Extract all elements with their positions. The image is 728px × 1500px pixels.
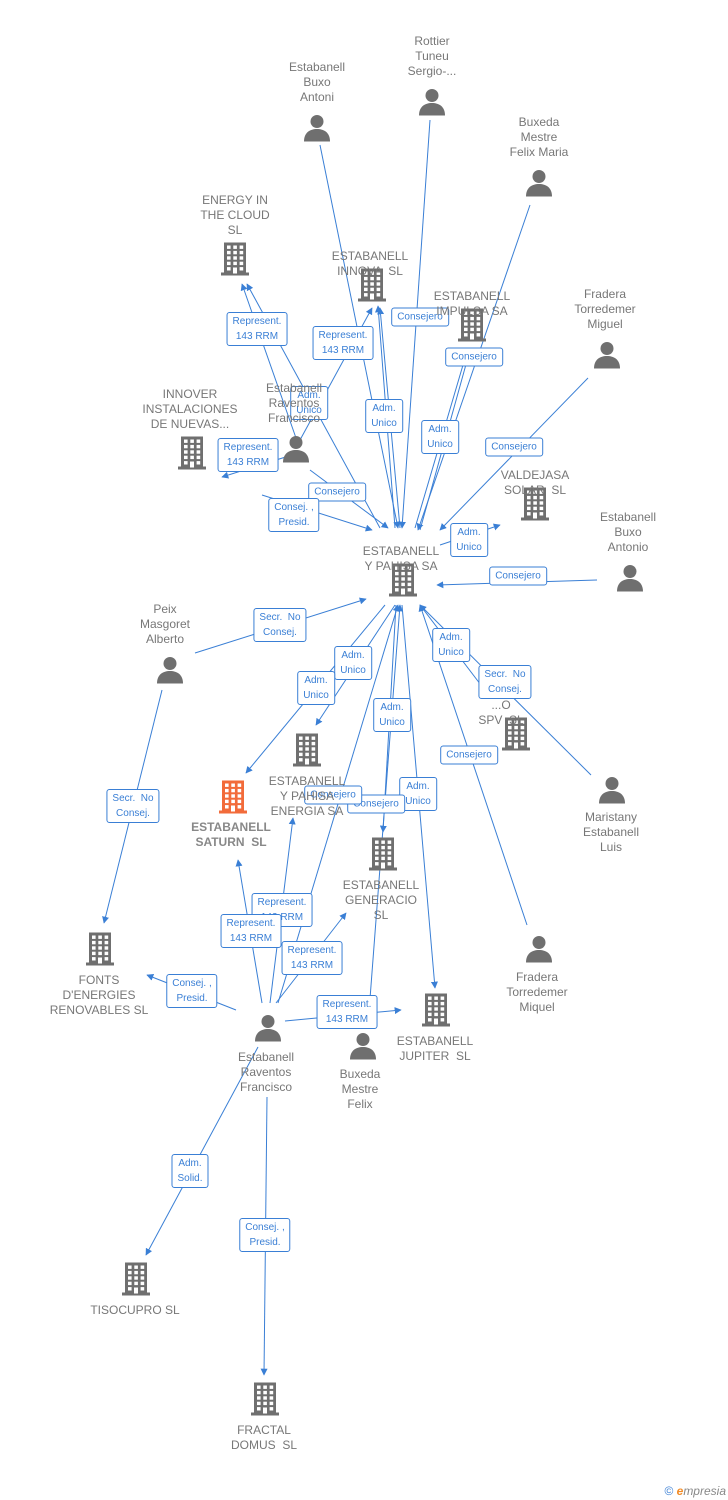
edge-buxeda_mestre_felix_maria-to-estabanell_y_pahisa [416, 204, 531, 531]
node-label-fonts[interactable]: FONTS D'ENERGIES RENOVABLES SL [49, 973, 149, 1017]
building-icon-estabanell_y_pahisa_energia[interactable] [292, 732, 322, 773]
edge-label-estabanell_raventos_francisco-to-fonts[interactable]: Consej. , Presid. [166, 974, 218, 1008]
node-label-fractal_domus[interactable]: FRACTAL DOMUS SL [230, 1423, 298, 1452]
building-icon-fonts[interactable] [85, 931, 115, 972]
node-label-estabanell_y_pahisa_energia[interactable]: ESTABANELL Y PAHISA ENERGIA SA [268, 774, 346, 818]
building-icon-valdejasa[interactable] [520, 486, 550, 527]
node-label-tisocupro[interactable]: TISOCUPRO SL [90, 1303, 180, 1317]
edge-estabanell_raventos_francisco-to-tisocupro [145, 1046, 259, 1256]
person-icon-fradera_torredemer_miquel[interactable] [524, 934, 554, 969]
node-label-estabanell_buxo_antoni[interactable]: Estabanell Buxo Antoni [288, 60, 346, 104]
brand-name: mpresia [683, 1484, 726, 1498]
node-label-valdejasa[interactable]: VALDEJASA SOLAR SL [500, 468, 570, 497]
node-label-innover[interactable]: INNOVER INSTALACIONES DE NUEVAS... [142, 387, 238, 431]
person-icon-rottier[interactable] [417, 87, 447, 122]
edge-label-estabanell_raventos_francisco-to-estabanell_jupiter[interactable]: Represent. 143 RRM [316, 995, 378, 1029]
node-label-buxeda_mestre_felix_maria[interactable]: Buxeda Mestre Felix Maria [509, 115, 569, 159]
edge-label-estabanell_buxo_antonio-to-estabanell_y_pahisa[interactable]: Consejero [489, 566, 547, 586]
node-label-estabanell_jupiter[interactable]: ESTABANELL JUPITER SL [396, 1034, 474, 1063]
building-icon-estabanell_generacio[interactable] [368, 836, 398, 877]
edge-label-estabanell_y_pahisa-to-estabanell_generacio[interactable]: Adm. Unico [373, 698, 411, 732]
edge-estabanell_raventos_hidden-to-energy_in_the_cloud [240, 283, 297, 439]
edge-label-estabanell_raventos_hidden-to-estabanell_y_pahisa[interactable]: Consejero [308, 482, 366, 502]
edge-label-peix-to-fonts[interactable]: Secr. No Consej. [106, 789, 160, 823]
building-icon-estabanell_y_pahisa[interactable] [388, 562, 418, 603]
edge-label-estabanell_raventos_francisco-to-estabanell_generacio[interactable]: Represent. 143 RRM [281, 941, 343, 975]
edge-label-fradera_torredemer_miquel-to-estabanell_y_pahisa[interactable]: Consejero [440, 745, 498, 765]
node-label-spv[interactable]: ...O SPV SL [478, 698, 524, 727]
node-label-estabanell_raventos_hidden[interactable]: Estabanell Raventos Francisco [265, 381, 323, 425]
edge-label-estabanell_raventos_hidden-to-innover[interactable]: Represent. 143 RRM [217, 438, 279, 472]
edge-label-maristany-to-estabanell_y_pahisa[interactable]: Secr. No Consej. [478, 665, 532, 699]
person-icon-estabanell_buxo_antonio[interactable] [615, 563, 645, 598]
person-icon-fradera_torredemer_miguel_top[interactable] [592, 340, 622, 375]
building-icon-estabanell_saturn[interactable] [218, 779, 248, 820]
node-label-fradera_torredemer_miquel[interactable]: Fradera Torredemer Miquel [506, 970, 568, 1014]
edge-label-estabanell_raventos_hidden-to-energy_in_the_cloud[interactable]: Represent. 143 RRM [226, 312, 288, 346]
edge-label-estabanell_y_pahisa-to-estabanell_saturn[interactable]: Adm. Unico [297, 671, 335, 705]
building-icon-estabanell_innova[interactable] [357, 267, 387, 308]
person-icon-maristany[interactable] [597, 775, 627, 810]
node-label-estabanell_generacio[interactable]: ESTABANELL GENERACIO SL [342, 878, 420, 922]
edge-label-estabanell_raventos_hidden-to-estabanell_y_pahisa[interactable]: Consej. , Presid. [268, 498, 320, 532]
node-label-peix[interactable]: Peix Masgoret Alberto [139, 602, 191, 646]
edge-label-estabanell_y_pahisa-to-estabanell_innova[interactable]: Adm. Unico [365, 399, 403, 433]
building-icon-estabanell_impulsa[interactable] [457, 307, 487, 348]
node-label-estabanell_y_pahisa[interactable]: ESTABANELL Y PAHISA SA [362, 544, 440, 573]
edge-label-fradera_torredemer_miguel_top-to-estabanell_y_pahisa[interactable]: Consejero [485, 437, 543, 457]
node-label-estabanell_raventos_francisco[interactable]: Estabanell Raventos Francisco [237, 1050, 295, 1094]
node-label-estabanell_innova[interactable]: ESTABANELL INNOVA SL [331, 249, 409, 278]
edge-label-peix-to-estabanell_y_pahisa[interactable]: Secr. No Consej. [253, 608, 307, 642]
person-icon-buxeda_mestre_felix[interactable] [348, 1031, 378, 1066]
building-icon-spv[interactable] [501, 716, 531, 757]
node-label-buxeda_mestre_felix[interactable]: Buxeda Mestre Felix [339, 1067, 381, 1111]
node-label-energy_in_the_cloud[interactable]: ENERGY IN THE CLOUD SL [200, 193, 270, 237]
edge-label-estabanell_y_pahisa-to-estabanell_innova[interactable]: Consejero [391, 307, 449, 327]
person-icon-buxeda_mestre_felix_maria[interactable] [524, 168, 554, 203]
edge-label-estabanell_raventos_hidden-to-estabanell_innova[interactable]: Represent. 143 RRM [312, 326, 374, 360]
building-icon-fractal_domus[interactable] [250, 1381, 280, 1422]
brand-initial: e [676, 1484, 684, 1498]
person-icon-estabanell_raventos_hidden[interactable] [281, 434, 311, 469]
building-icon-energy_in_the_cloud[interactable] [220, 241, 250, 282]
edge-label-estabanell_raventos_francisco-to-estabanell_saturn[interactable]: Represent. 143 RRM [220, 914, 282, 948]
edge-label-estabanell_y_pahisa-to-spv[interactable]: Adm. Unico [432, 628, 470, 662]
edge-label-estabanell_y_pahisa-to-valdejasa[interactable]: Adm. Unico [450, 523, 488, 557]
node-label-maristany[interactable]: Maristany Estabanell Luis [582, 810, 640, 854]
building-icon-innover[interactable] [177, 435, 207, 476]
node-label-rottier[interactable]: Rottier Tuneu Sergio-... [407, 34, 457, 78]
edge-label-estabanell_raventos_francisco-to-fractal_domus[interactable]: Consej. , Presid. [239, 1218, 291, 1252]
node-label-estabanell_impulsa[interactable]: ESTABANELL IMPULSA SA [433, 289, 511, 318]
edge-label-estabanell_y_pahisa-to-estabanell_impulsa[interactable]: Adm. Unico [421, 420, 459, 454]
edge-label-estabanell_y_pahisa-to-estabanell_y_pahisa_energia[interactable]: Adm. Unico [334, 646, 372, 680]
person-icon-estabanell_buxo_antoni[interactable] [302, 113, 332, 148]
edge-label-estabanell_y_pahisa-to-estabanell_impulsa[interactable]: Consejero [445, 347, 503, 367]
edge-label-estabanell_y_pahisa-to-estabanell_jupiter[interactable]: Adm. Unico [399, 777, 437, 811]
person-icon-estabanell_raventos_francisco[interactable] [253, 1013, 283, 1048]
edge-label-estabanell_y_pahisa-to-energy_in_the_cloud[interactable]: Adm. Unico [290, 386, 328, 420]
copyright-symbol: © [664, 1484, 674, 1498]
edge-buxeda_mestre_felix-to-estabanell_y_pahisa [367, 604, 404, 1026]
edge-label-estabanell_raventos_francisco-to-estabanell_y_pahisa[interactable]: Consejero [304, 785, 362, 805]
building-icon-tisocupro[interactable] [121, 1261, 151, 1302]
footer-credit: © empresia [664, 1484, 726, 1498]
edge-label-estabanell_raventos_francisco-to-tisocupro[interactable]: Adm. Solid. [171, 1154, 209, 1188]
node-label-estabanell_buxo_antonio[interactable]: Estabanell Buxo Antonio [599, 510, 657, 554]
building-icon-estabanell_jupiter[interactable] [421, 992, 451, 1033]
node-label-fradera_torredemer_miguel_top[interactable]: Fradera Torredemer Miguel [574, 287, 636, 331]
person-icon-peix[interactable] [155, 655, 185, 690]
node-label-estabanell_saturn[interactable]: ESTABANELL SATURN SL [191, 820, 271, 849]
